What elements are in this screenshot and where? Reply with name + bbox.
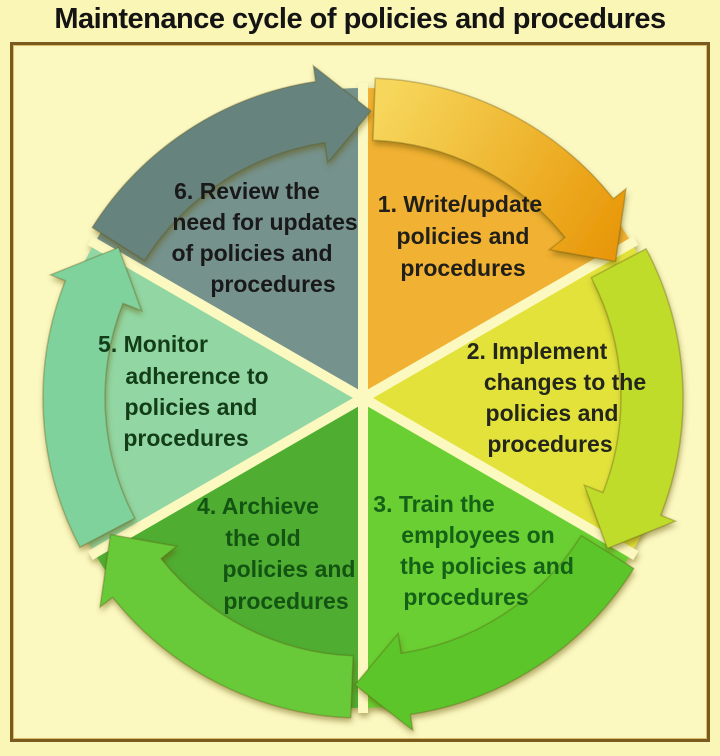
page-title: Maintenance cycle of policies and proced…: [54, 3, 666, 35]
diagram-panel: [10, 42, 710, 742]
